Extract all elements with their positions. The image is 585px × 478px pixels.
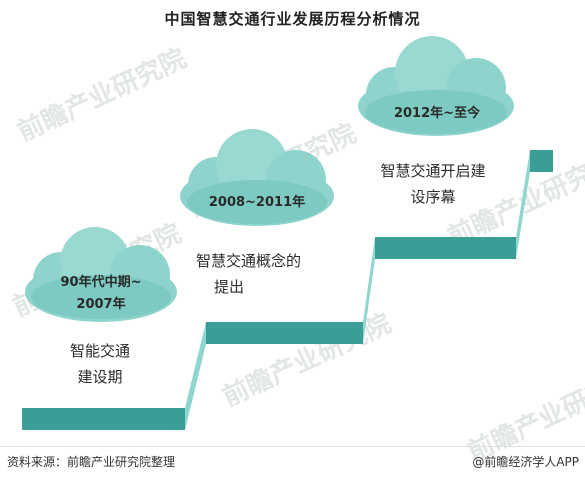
stage-1-period: 90年代中期~ 2007年 — [45, 272, 157, 316]
stage-1-desc-line2: 建设期 — [77, 368, 123, 386]
stage-1-description: 智能交通 建设期 — [48, 338, 152, 390]
stage-1-period-line1: 90年代中期~ — [60, 275, 142, 290]
stair-step-top — [530, 150, 553, 172]
stair-bottom-step — [22, 408, 185, 430]
stair-riser-3 — [516, 150, 530, 259]
stair-step-3 — [375, 237, 516, 259]
stair-step-2 — [206, 322, 363, 344]
stage-2-description: 智慧交通概念的 提出 — [196, 248, 328, 300]
cloud-3 — [358, 36, 514, 136]
stage-3-period: 2012年~至今 — [393, 106, 481, 121]
footer: 资料来源：前瞻产业研究院整理 @前瞻经济学人APP — [0, 446, 585, 478]
stair-riser-1 — [185, 322, 206, 430]
cloud-1 — [25, 227, 177, 322]
stage-3-description: 智慧交通开启建 设序幕 — [366, 158, 500, 210]
stage-1-desc-line1: 智能交通 — [69, 342, 130, 360]
stage-2-desc-line1: 智慧交通概念的 — [196, 252, 302, 270]
stage-2-desc-line2: 提出 — [214, 278, 245, 296]
cloud-2 — [180, 129, 334, 226]
stage-1-period-line2: 2007年 — [76, 297, 126, 312]
brand-credit: @前瞻经济学人APP — [472, 455, 579, 469]
source-note: 资料来源：前瞻产业研究院整理 — [7, 455, 176, 469]
stage-3-desc-line1: 智慧交通开启建 — [380, 162, 486, 180]
stage-3-desc-line2: 设序幕 — [410, 188, 456, 206]
stair-riser-2 — [363, 237, 375, 344]
stage-2-period: 2008~2011年 — [208, 195, 306, 210]
page-title: 中国智慧交通行业发展历程分析情况 — [164, 10, 421, 28]
